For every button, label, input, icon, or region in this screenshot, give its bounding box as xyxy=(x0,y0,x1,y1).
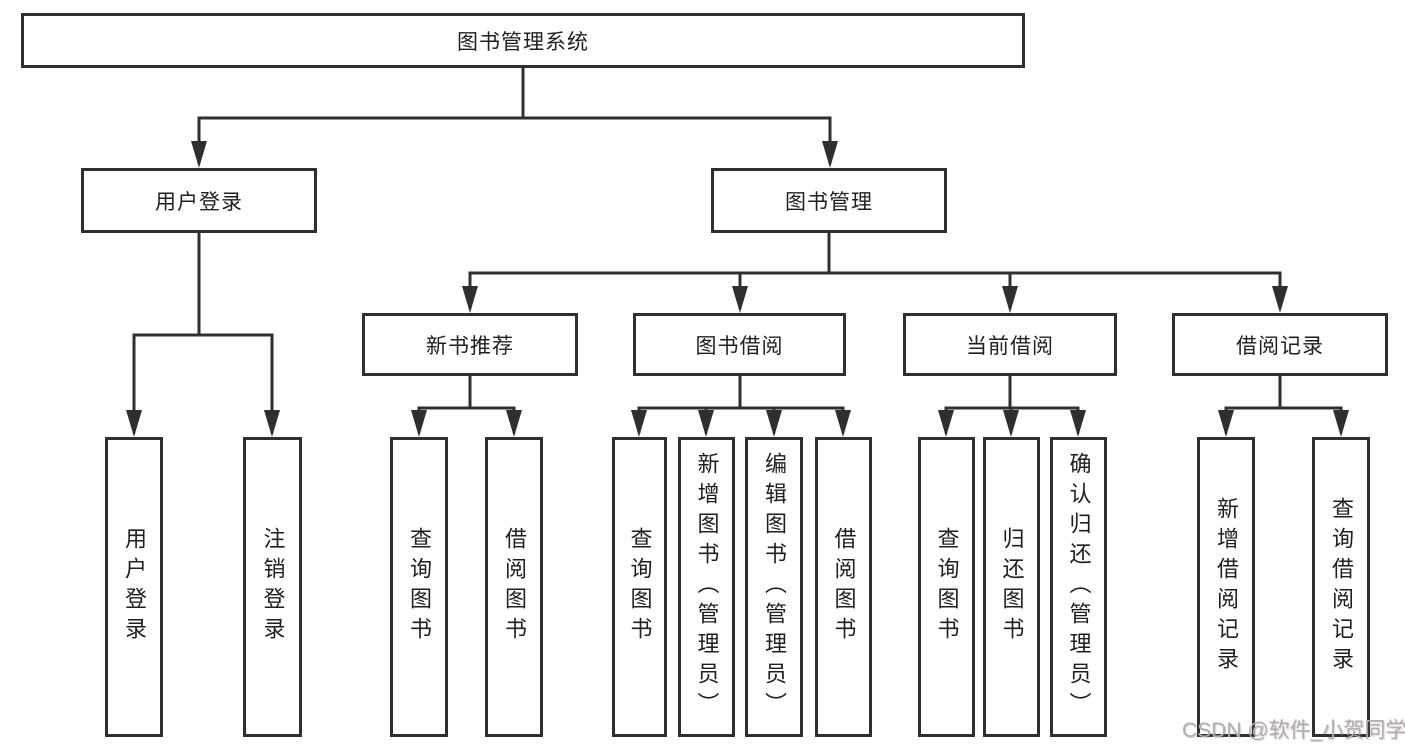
diagram-node-current-borrow: 当前借阅 xyxy=(903,313,1117,376)
arrowhead-icon xyxy=(698,410,714,437)
diagram-node-leaf-nb-borrow: 借阅图书 xyxy=(485,437,543,737)
diagram-node-root: 图书管理系统 xyxy=(21,13,1025,68)
diagram-node-leaf-bw-borrow: 借阅图书 xyxy=(815,437,872,737)
node-label-new-books: 新书推荐 xyxy=(426,334,514,358)
diagram-node-book-borrow: 图书借阅 xyxy=(633,313,846,376)
arrowhead-icon xyxy=(264,410,280,437)
arrowhead-icon xyxy=(938,410,954,437)
diagram-node-leaf-bw-add: 新增图书（管理员） xyxy=(678,437,735,737)
arrowhead-icon xyxy=(191,141,207,168)
node-label-book-mgmt: 图书管理 xyxy=(785,190,873,214)
arrowhead-icon xyxy=(1272,286,1288,313)
node-label-user-login: 用户登录 xyxy=(155,190,243,214)
diagram-node-leaf-bw-query: 查询图书 xyxy=(612,437,667,737)
arrowhead-icon xyxy=(766,410,782,437)
node-label-current-borrow: 当前借阅 xyxy=(966,334,1054,358)
node-label-leaf-bw-edit: 编辑图书（管理员） xyxy=(762,452,787,722)
diagram-node-leaf-logout: 注销登录 xyxy=(243,437,302,737)
arrowhead-icon xyxy=(732,286,748,313)
arrowhead-icon xyxy=(1002,286,1018,313)
diagram-node-leaf-cur-query: 查询图书 xyxy=(918,437,975,737)
arrowhead-icon xyxy=(1218,410,1234,437)
node-label-leaf-bw-add: 新增图书（管理员） xyxy=(694,452,720,722)
node-label-root: 图书管理系统 xyxy=(457,30,589,54)
diagram-node-leaf-bw-edit: 编辑图书（管理员） xyxy=(745,437,803,737)
node-label-borrow-records: 借阅记录 xyxy=(1236,334,1324,358)
node-label-leaf-login: 用户登录 xyxy=(122,527,147,647)
watermark: CSDN @软件_小贺同学 xyxy=(1182,719,1405,742)
diagram-node-leaf-rec-add: 新增借阅记录 xyxy=(1197,437,1255,737)
arrowhead-icon xyxy=(1003,410,1019,437)
diagram-node-leaf-cur-confirm: 确认归还（管理员） xyxy=(1050,437,1107,737)
node-label-leaf-nb-borrow: 借阅图书 xyxy=(502,527,527,647)
diagram-node-leaf-rec-query: 查询借阅记录 xyxy=(1312,437,1370,737)
arrowhead-icon xyxy=(822,141,838,168)
node-label-leaf-bw-query: 查询图书 xyxy=(627,527,653,647)
node-label-leaf-cur-confirm: 确认归还（管理员） xyxy=(1066,452,1092,722)
diagram-node-user-login: 用户登录 xyxy=(81,168,317,233)
diagram-node-book-mgmt: 图书管理 xyxy=(711,168,947,233)
node-label-leaf-rec-query: 查询借阅记录 xyxy=(1329,497,1354,677)
node-label-leaf-rec-add: 新增借阅记录 xyxy=(1214,497,1239,677)
node-label-leaf-bw-borrow: 借阅图书 xyxy=(831,527,857,647)
arrowhead-icon xyxy=(462,286,478,313)
diagram-node-leaf-cur-return: 归还图书 xyxy=(983,437,1040,737)
arrowhead-icon xyxy=(411,410,427,437)
node-label-leaf-logout: 注销登录 xyxy=(260,527,286,647)
diagram-node-new-books: 新书推荐 xyxy=(362,313,578,376)
arrowhead-icon xyxy=(1070,410,1086,437)
node-label-leaf-nb-query: 查询图书 xyxy=(407,527,432,647)
diagram-node-borrow-records: 借阅记录 xyxy=(1172,313,1388,376)
node-label-book-borrow: 图书借阅 xyxy=(695,334,784,358)
node-label-leaf-cur-return: 归还图书 xyxy=(999,527,1025,647)
arrowhead-icon xyxy=(835,410,851,437)
diagram-node-leaf-nb-query: 查询图书 xyxy=(390,437,448,737)
arrowhead-icon xyxy=(631,410,647,437)
arrowhead-icon xyxy=(506,410,522,437)
diagram-node-leaf-login: 用户登录 xyxy=(105,437,163,737)
node-label-leaf-cur-query: 查询图书 xyxy=(934,527,960,647)
arrowhead-icon xyxy=(126,410,142,437)
arrowhead-icon xyxy=(1333,410,1349,437)
